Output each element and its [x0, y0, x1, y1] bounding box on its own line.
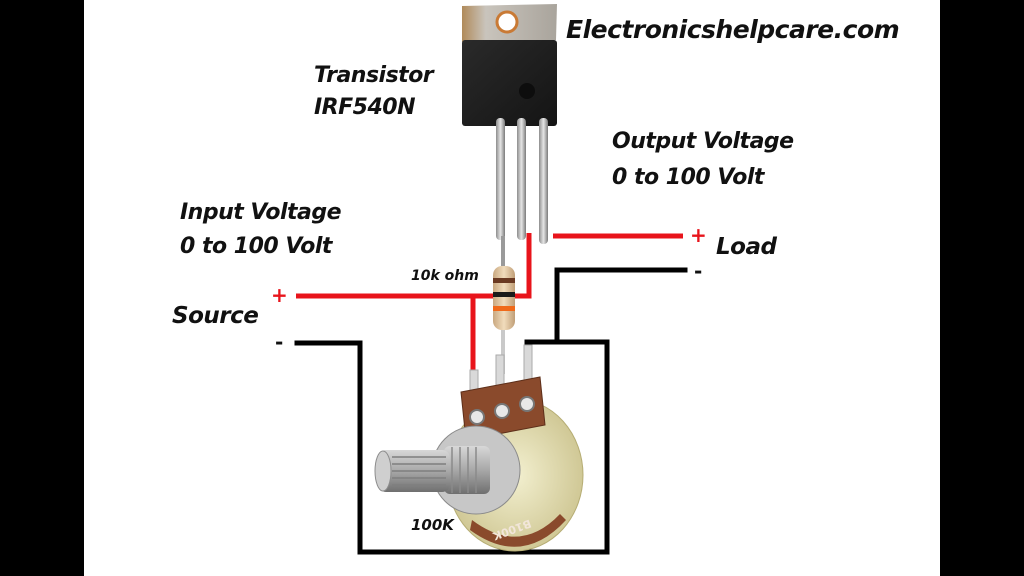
input-voltage-label: Input Voltage 0 to 100 Volt — [180, 196, 342, 264]
load-negative-wire — [554, 267, 688, 345]
output-voltage-title: Output Voltage — [612, 129, 794, 154]
pot-threaded-bushing — [444, 446, 490, 494]
site-title: Electronicshelpcare.com — [566, 15, 900, 44]
output-voltage-label: Output Voltage 0 to 100 Volt — [612, 124, 794, 196]
transistor-mount-hole — [495, 10, 519, 34]
input-voltage-title: Input Voltage — [180, 200, 342, 225]
transistor-body — [462, 40, 557, 126]
load-label: Load — [716, 234, 777, 260]
resistor-band-black — [493, 292, 515, 297]
pot-shaft-end — [374, 450, 392, 492]
source-minus-sign: - — [275, 330, 284, 354]
resistor-label: 10k ohm — [411, 268, 479, 284]
pot-marking-band — [470, 514, 566, 547]
resistor-10k — [493, 236, 515, 374]
pot-wiper-wire — [294, 339, 610, 555]
input-positive-wire — [296, 233, 532, 299]
source-plus-sign: + — [271, 283, 288, 307]
load-minus-sign: - — [694, 259, 703, 283]
transistor-gate-leg — [496, 118, 505, 240]
transistor-source-leg — [539, 118, 548, 244]
resistor-body — [493, 266, 515, 330]
transistor-label: Transistor IRF540N — [314, 60, 434, 124]
potentiometer-label: 100K — [411, 516, 454, 534]
right-letterbox — [940, 0, 1024, 576]
transistor-label-name: Transistor — [314, 63, 434, 88]
transistor-part-number: IRF540N — [314, 95, 416, 120]
resistor-band-brown — [493, 278, 515, 283]
load-plus-sign: + — [690, 223, 707, 247]
positive-wires — [296, 233, 683, 370]
source-label: Source — [172, 303, 259, 329]
left-letterbox — [0, 0, 84, 576]
potentiometer-100k — [374, 344, 584, 552]
transistor-drain-leg — [517, 118, 526, 240]
output-voltage-range: 0 to 100 Volt — [612, 165, 764, 190]
resistor-band-orange — [493, 306, 515, 311]
input-voltage-range: 0 to 100 Volt — [180, 234, 332, 259]
transistor-irf540n — [462, 4, 557, 244]
negative-wires — [294, 267, 688, 555]
